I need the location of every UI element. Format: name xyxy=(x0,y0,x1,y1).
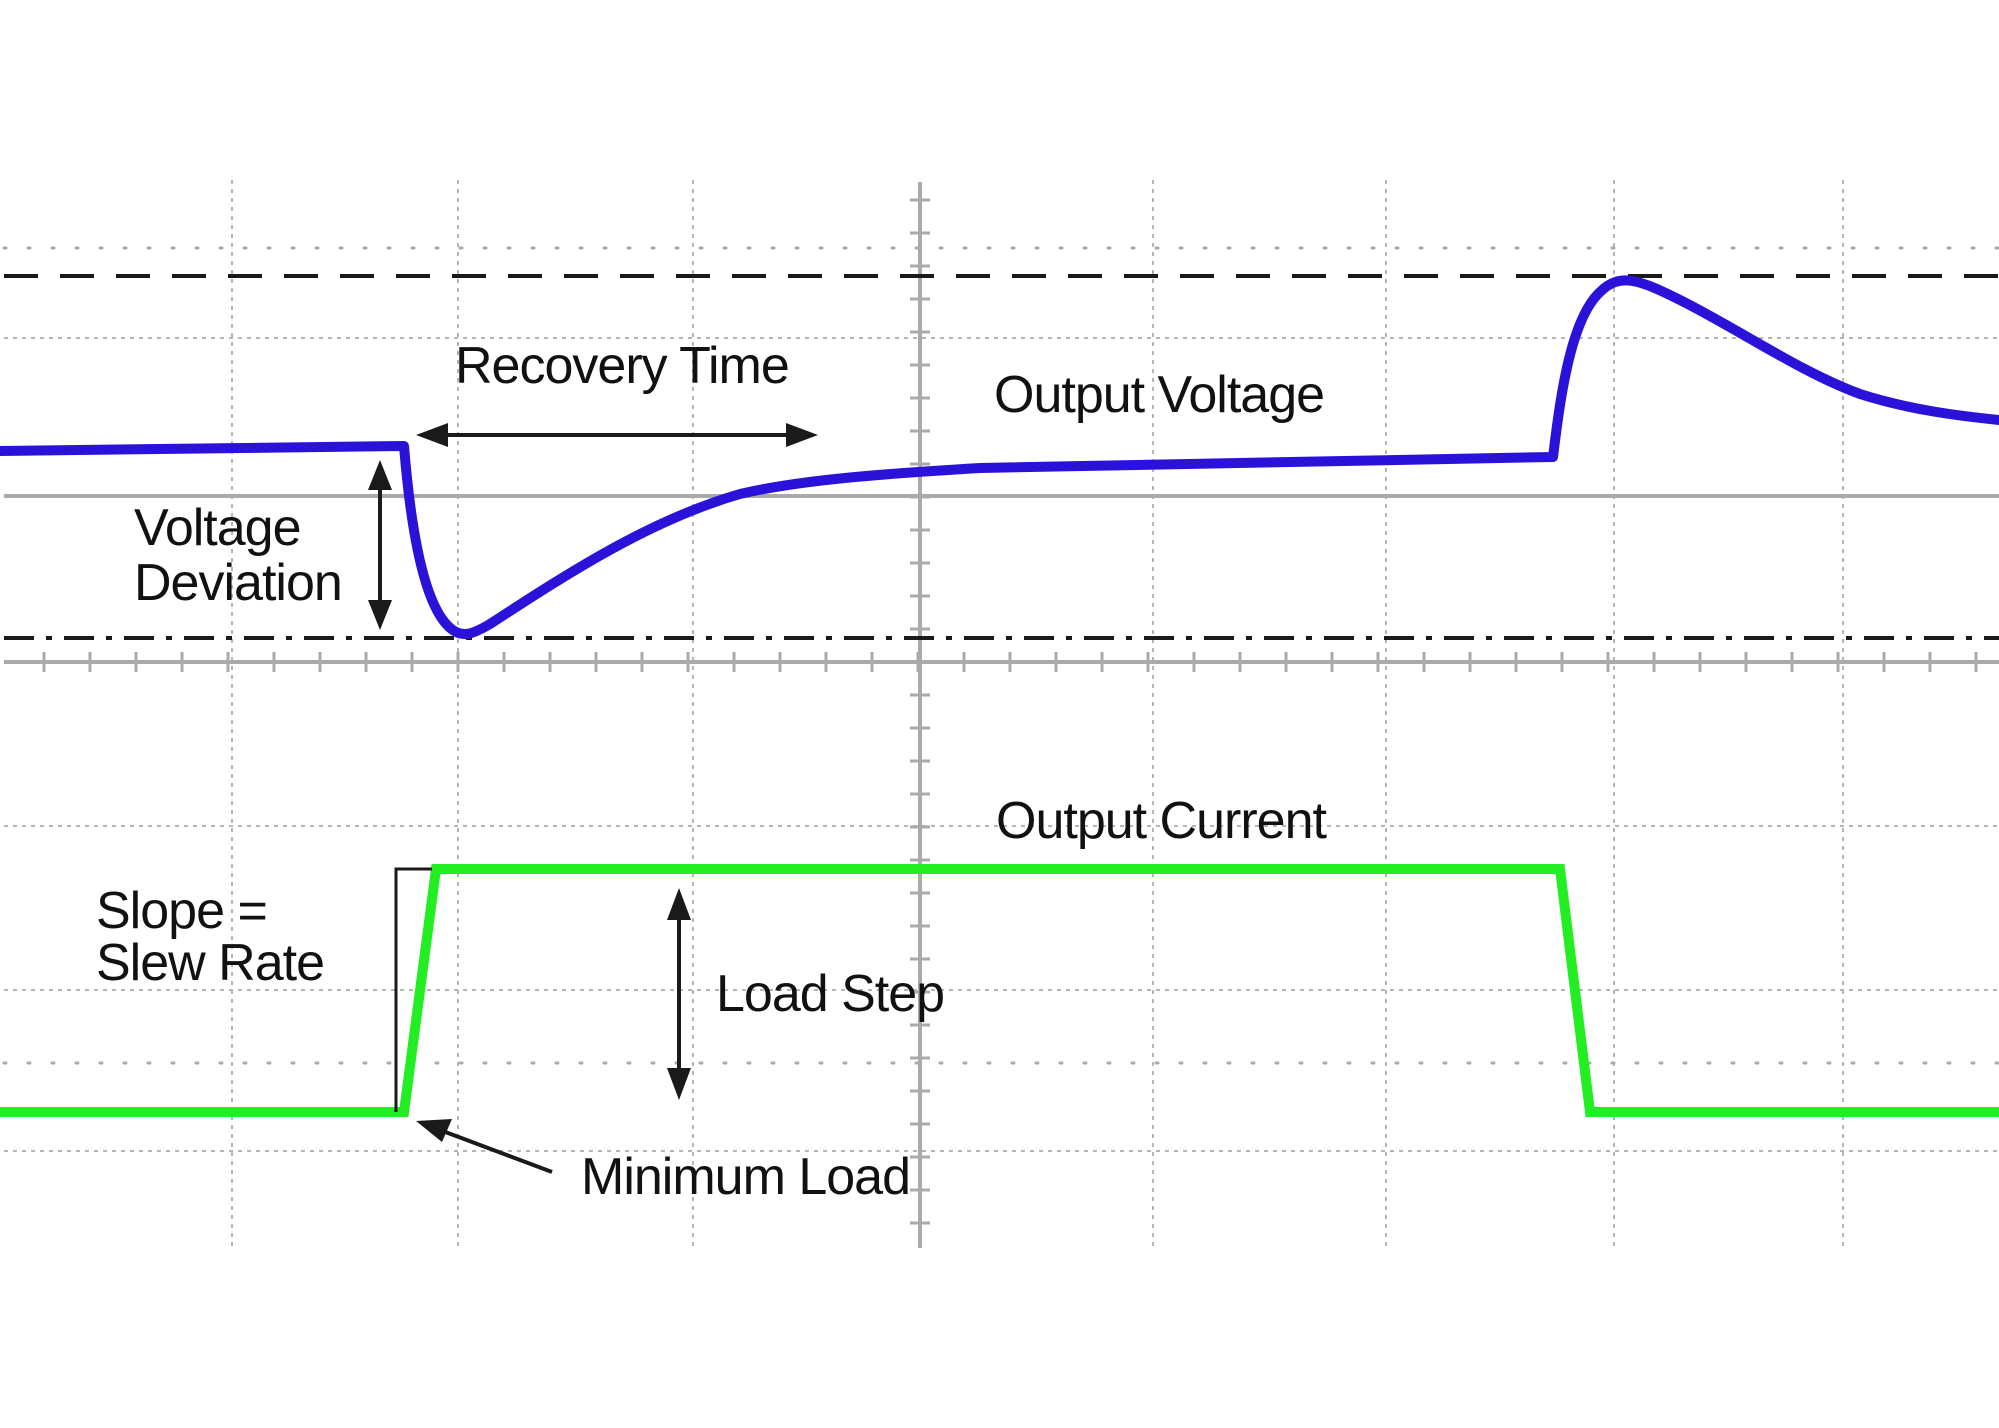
vertical-grid-lines xyxy=(231,180,1844,1248)
voltage-deviation-label-line2: Deviation xyxy=(134,554,342,612)
load-step-label: Load Step xyxy=(716,965,944,1023)
output-current-trace xyxy=(0,864,1999,1117)
recovery-time-arrow xyxy=(416,423,818,447)
slope-label-line2: Slew Rate xyxy=(96,934,324,992)
arrow-down-head xyxy=(667,1068,691,1100)
center-axes xyxy=(4,182,1999,1248)
load-step-arrow xyxy=(667,888,691,1100)
slew-rate-guide xyxy=(394,867,432,1112)
arrow-up-head xyxy=(667,888,691,920)
voltage-deviation-label-line1: Voltage xyxy=(134,499,301,557)
arrow-right-head xyxy=(786,423,818,447)
output-current-label: Output Current xyxy=(996,792,1327,850)
arrow-up-head xyxy=(368,460,392,490)
pointer-arrow-head xyxy=(416,1119,452,1142)
output-voltage-trace xyxy=(0,275,1999,639)
output-voltage-label: Output Voltage xyxy=(994,366,1324,424)
voltage-deviation-arrow xyxy=(368,460,392,630)
arrow-down-head xyxy=(368,600,392,630)
axis-ticks xyxy=(42,198,1978,1225)
minimum-load-pointer xyxy=(416,1119,553,1174)
recovery-time-label: Recovery Time xyxy=(455,337,789,395)
slope-label-line1: Slope = xyxy=(96,882,267,940)
arrow-left-head xyxy=(416,423,448,447)
minimum-load-label: Minimum Load xyxy=(581,1148,910,1206)
